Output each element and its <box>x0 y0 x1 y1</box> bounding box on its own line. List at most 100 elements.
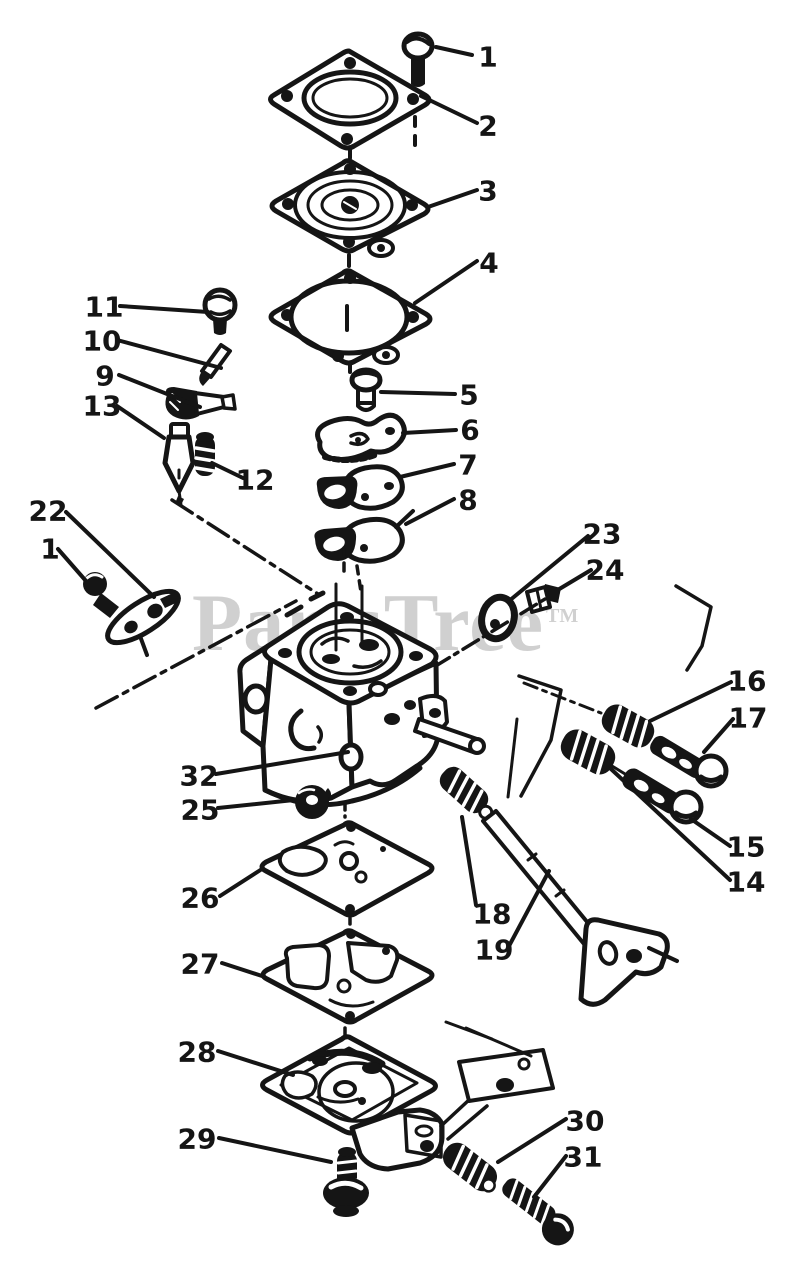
callout-number-30: 31 <box>564 1141 603 1174</box>
part-pump-screw-29 <box>323 1147 369 1217</box>
callout-leader-9 <box>115 338 223 370</box>
callout-number-4: 5 <box>459 379 478 412</box>
part-metering-lever-8 <box>314 509 415 564</box>
callout-number-7: 8 <box>458 484 477 517</box>
callout-leader-15 <box>507 534 590 603</box>
callout-leader-23 <box>218 867 264 898</box>
callout-number-17: 16 <box>728 665 767 698</box>
callout-leader-8 <box>117 373 202 409</box>
part-metering-lever-6 <box>315 412 407 463</box>
part-pump-cover-28 <box>260 1020 555 1172</box>
callout-number-24: 27 <box>181 948 220 981</box>
part-spring-14 <box>560 729 616 776</box>
callout-leader-27 <box>216 1049 295 1077</box>
callout-number-23: 26 <box>181 882 220 915</box>
part-shaft-bracket-19 <box>481 809 679 1007</box>
callout-number-25: 18 <box>473 898 512 931</box>
part-needle-17 <box>650 735 729 789</box>
callout-number-20: 14 <box>727 866 766 899</box>
callout-leader-14 <box>56 547 88 583</box>
part-cover-screw <box>401 31 435 87</box>
callout-leader-28 <box>217 1136 333 1164</box>
callout-leader-13 <box>64 510 156 599</box>
callout-number-1: 2 <box>478 110 497 143</box>
callout-number-18: 17 <box>729 702 768 735</box>
phantom-line-right <box>674 584 713 672</box>
callout-leader-19 <box>689 817 732 848</box>
callout-number-8: 9 <box>95 360 114 393</box>
part-pump-diaphragm-27 <box>260 928 435 1025</box>
callout-number-16: 24 <box>586 554 625 587</box>
callout-leader-17 <box>648 680 733 723</box>
axis-line-needle <box>522 681 603 715</box>
callout-number-22: 25 <box>181 794 220 827</box>
callout-leader-5 <box>401 428 458 435</box>
callout-number-19: 15 <box>727 831 766 864</box>
callout-leader-3 <box>413 259 479 305</box>
callout-leader-22 <box>216 798 296 810</box>
part-screw-31 <box>502 1178 574 1246</box>
part-pump-screw-1-left <box>83 572 119 618</box>
callout-leader-25 <box>460 815 478 907</box>
part-metering-diaphragm <box>269 158 431 258</box>
callout-leader-12 <box>115 404 166 440</box>
callout-leader-24 <box>220 961 264 978</box>
watermark-tm: TM <box>546 605 579 627</box>
part-idle-screw-11 <box>202 287 238 335</box>
part-grommet-25 <box>295 785 329 819</box>
part-lever-screw <box>349 367 383 412</box>
callout-leader-30 <box>532 1154 568 1199</box>
axis-line-left <box>170 498 320 596</box>
callout-number-29: 30 <box>566 1105 605 1138</box>
callout-number-21: 32 <box>180 760 219 793</box>
part-needle-15 <box>622 768 704 825</box>
callout-number-14: 1 <box>40 533 59 566</box>
callout-number-13: 22 <box>29 495 68 528</box>
part-top-cover-plate <box>268 48 432 151</box>
callout-number-0: 1 <box>478 41 497 74</box>
callout-leader-7 <box>404 497 456 526</box>
callout-leader-26 <box>507 869 551 948</box>
callout-leader-20 <box>609 767 732 882</box>
callout-number-6: 7 <box>458 449 477 482</box>
part-diaphragm-gasket <box>268 268 433 366</box>
axis-line-disc <box>432 597 547 669</box>
part-spring-30 <box>442 1142 498 1193</box>
callout-leader-1 <box>419 94 479 125</box>
callout-leader-2 <box>426 188 479 209</box>
axis-line-lower-left <box>94 599 298 710</box>
callout-number-2: 3 <box>478 175 497 208</box>
callout-leader-4 <box>379 390 457 396</box>
callout-number-10: 11 <box>85 291 124 324</box>
phantom-line-mid <box>517 674 563 798</box>
part-inlet-needle-13 <box>162 422 196 507</box>
part-metering-lever-9 <box>165 387 237 420</box>
callout-number-27: 28 <box>178 1036 217 1069</box>
callout-number-11: 12 <box>236 464 275 497</box>
callout-leader-11 <box>210 461 245 480</box>
part-swivel-plate-22 <box>105 588 181 657</box>
callout-number-12: 13 <box>83 390 122 423</box>
part-pump-gasket-26 <box>259 820 435 918</box>
part-screen-disc-23 <box>478 593 518 643</box>
callout-leader-6 <box>398 462 456 479</box>
part-metering-lever-7 <box>316 464 405 511</box>
part-metering-spring-12 <box>194 432 216 476</box>
part-carburetor-body <box>237 546 486 808</box>
part-pivot-pin-10 <box>199 343 232 386</box>
callout-number-26: 19 <box>475 934 514 967</box>
callout-number-3: 4 <box>479 247 498 280</box>
callout-leader-0 <box>434 45 474 57</box>
callout-number-15: 23 <box>583 518 622 551</box>
callout-leader-18 <box>702 717 735 754</box>
callout-leader-21 <box>214 750 350 776</box>
callout-leader-16 <box>554 568 593 593</box>
callout-number-28: 29 <box>178 1123 217 1156</box>
callout-leader-29 <box>496 1117 568 1164</box>
part-spring-16 <box>601 704 655 749</box>
callout-number-9: 10 <box>83 325 122 358</box>
callout-number-5: 6 <box>460 414 479 447</box>
